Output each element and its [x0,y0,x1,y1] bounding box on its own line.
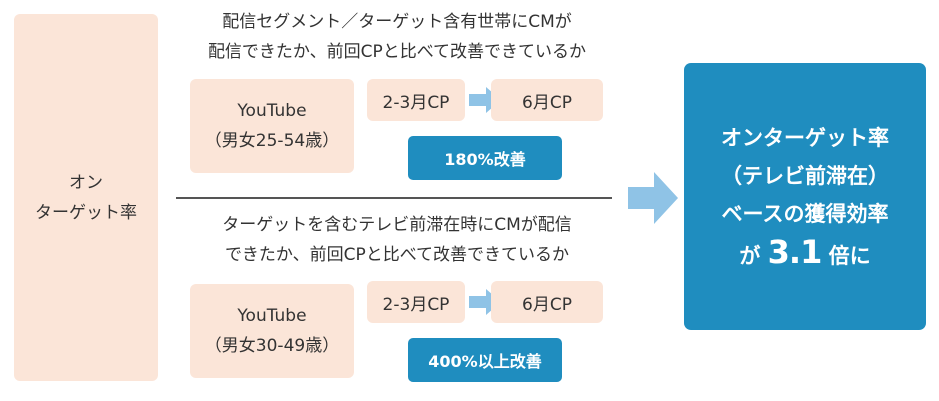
section2-improvement-badge: 400%以上改善 [408,338,562,382]
result-line4: が 3.1 倍に [739,233,870,275]
result-suffix: 倍に [828,243,871,268]
result-line1: オンターゲット率 [721,125,889,150]
section2-cp-from: 2-3月CP [367,281,465,323]
section1-target-box: YouTube （男女25-54歳） [190,79,354,173]
section2-target-demographic: （男女30-49歳） [204,336,340,356]
category-label-line1: オン [69,172,103,193]
section2-description-line2: できたか、前回CPと比べて改善できているか [224,245,570,265]
category-box: オン ターゲット率 [14,14,158,381]
result-line3: ベースの獲得効率 [721,201,889,226]
section2-cp-to: 6月CP [491,281,603,323]
section1-description: 配信セグメント／ターゲット含有世帯にCMが 配信できたか、前回CPと比べて改善で… [172,7,622,67]
result-box: オンターゲット率 （テレビ前滞在） ベースの獲得効率 が 3.1 倍に [684,63,926,330]
result-prefix: が [739,243,761,268]
section1-cp-to: 6月CP [491,79,603,121]
section1-description-line1: 配信セグメント／ターゲット含有世帯にCMが [222,12,572,32]
section2-description-line1: ターゲットを含むテレビ前滞在時にCMが配信 [222,215,572,235]
category-label-line2: ターゲット率 [35,202,137,223]
section1-improvement-badge: 180%改善 [408,136,562,180]
big-right-arrow-icon [628,172,678,224]
section1-cp-from: 2-3月CP [367,79,465,121]
section-divider [176,197,612,199]
section2-description: ターゲットを含むテレビ前滞在時にCMが配信 できたか、前回CPと比べて改善できて… [172,210,622,270]
section1-description-line2: 配信できたか、前回CPと比べて改善できているか [207,42,587,62]
section2-target-box: YouTube （男女30-49歳） [190,284,354,378]
section1-target-name: YouTube [237,101,307,121]
section1-target-demographic: （男女25-54歳） [204,131,340,151]
section2-target-name: YouTube [237,306,307,326]
result-line2: （テレビ前滞在） [721,163,889,188]
result-multiplier: 3.1 [767,232,823,271]
